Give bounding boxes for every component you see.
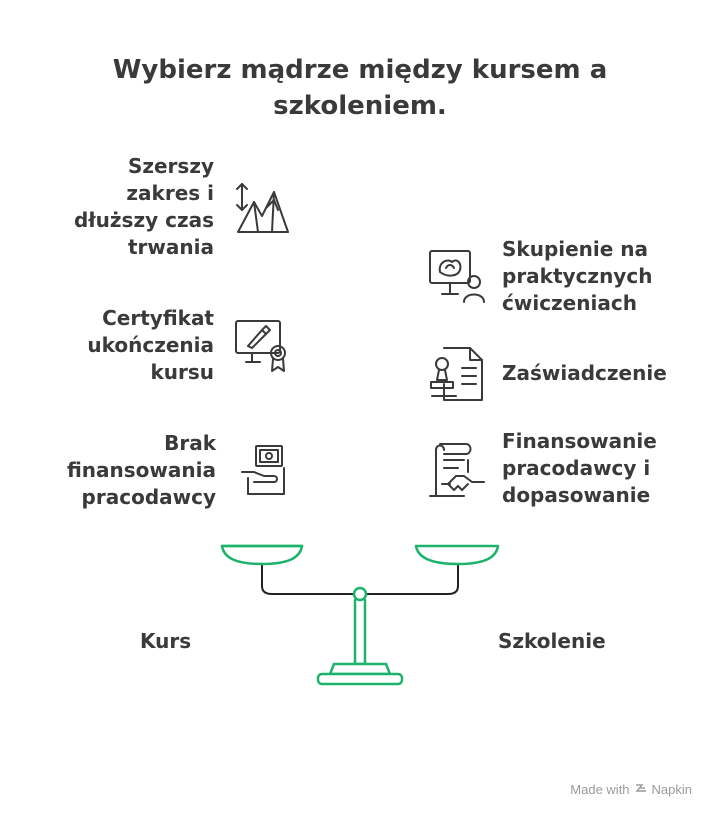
left-item-3-label: Brak finansowania pracodawcy (66, 431, 216, 509)
mountains-range-icon (234, 180, 290, 236)
footer-credit: Made with Napkin (570, 782, 692, 797)
right-item-2-label: Zaświadczenie (502, 361, 667, 385)
right-item-1-label: Skupienie na praktycznych ćwiczeniach (502, 237, 653, 315)
certificate-monitor-icon (234, 318, 290, 374)
right-side-label: Szkolenie (498, 629, 606, 653)
napkin-logo-icon (635, 782, 647, 797)
stamp-document-icon (428, 344, 486, 402)
handshake-contract-icon (428, 440, 486, 498)
right-item-3-label: Finansowanie pracodawcy i dopasowanie (502, 429, 657, 507)
left-side-label: Kurs (140, 629, 192, 653)
page-title: Wybierz mądrze między kursem a szkolenie… (112, 55, 608, 121)
money-hand-icon (234, 442, 290, 498)
footer-made-with: Made with (570, 782, 630, 797)
left-item-1-label: Szerszy zakres i dłuższy czas trwania (73, 154, 214, 259)
footer-brand: Napkin (651, 782, 692, 797)
balance-scale-icon (210, 538, 510, 690)
left-item-2-label: Certyfikat ukończenia kursu (87, 306, 214, 384)
presentation-person-icon (428, 248, 486, 306)
